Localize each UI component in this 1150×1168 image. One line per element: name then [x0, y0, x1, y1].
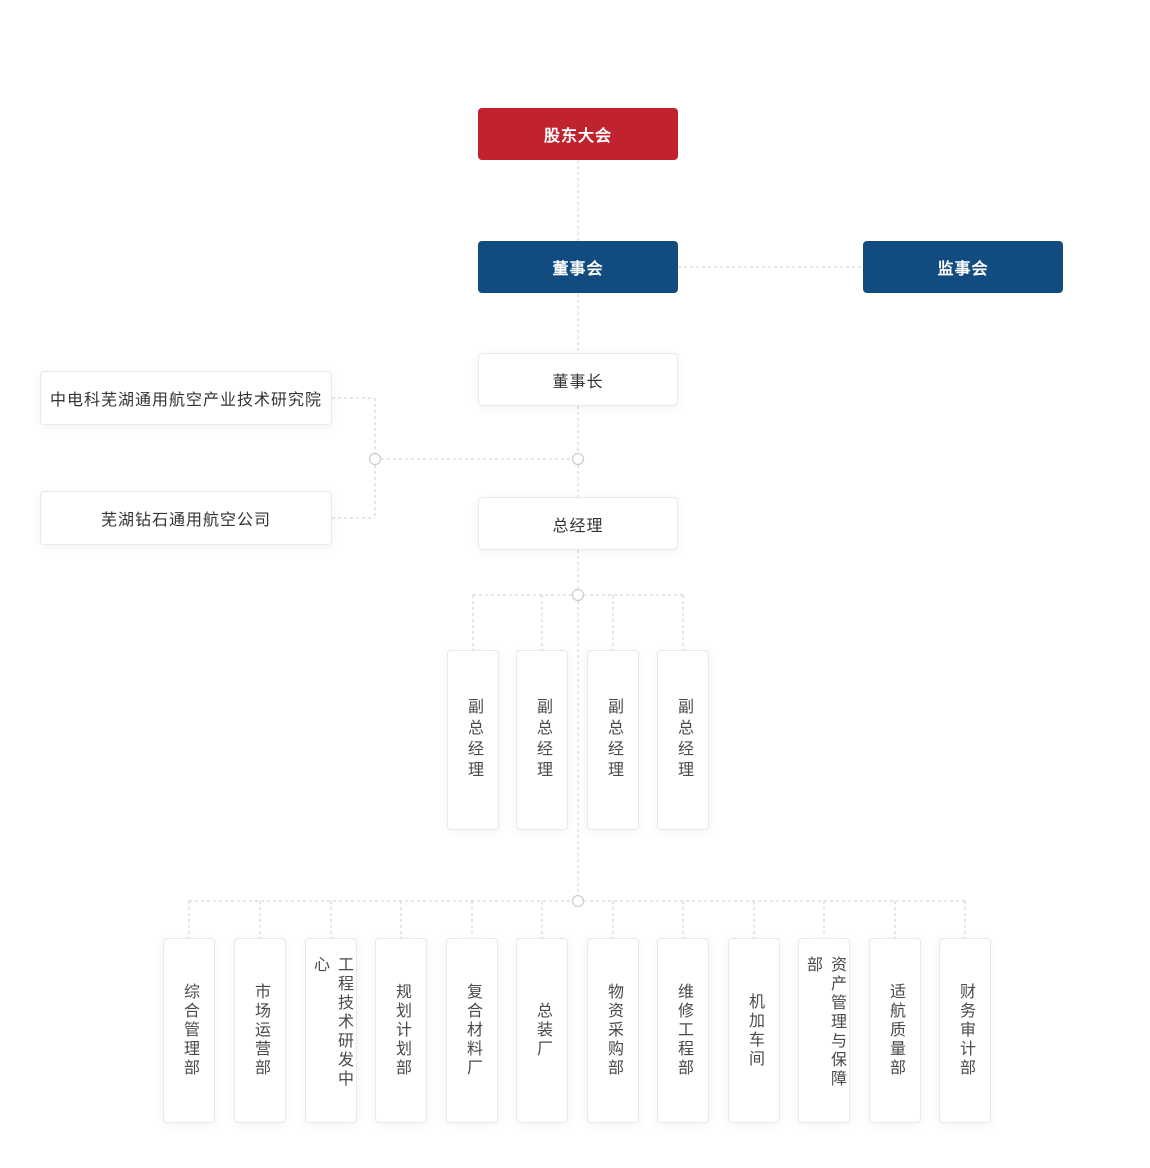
- node-dept-final-assembly-factory: 总装厂: [516, 938, 568, 1123]
- junction-dot: [368, 452, 382, 466]
- node-affiliate-research-institute: 中电科芜湖通用航空产业技术研究院: [40, 371, 332, 425]
- node-board-of-directors: 董事会: [478, 241, 678, 293]
- node-deputy-gm-4: 副总经理: [657, 650, 709, 830]
- node-label: 综合管理部: [181, 983, 198, 1078]
- node-deputy-gm-2: 副总经理: [516, 650, 568, 830]
- node-shareholders-meeting: 股东大会: [478, 108, 678, 160]
- node-label: 副总经理: [465, 698, 482, 782]
- node-label: 副总经理: [675, 698, 692, 782]
- node-label: 物资采购部: [605, 983, 622, 1078]
- junction-dot: [571, 894, 585, 908]
- node-deputy-gm-1: 副总经理: [447, 650, 499, 830]
- node-dept-composite-materials-factory: 复合材料厂: [446, 938, 498, 1123]
- node-label: 规划计划部: [393, 983, 410, 1078]
- node-affiliate-diamond-aviation: 芜湖钻石通用航空公司: [40, 491, 332, 545]
- node-label: 市场运营部: [252, 983, 269, 1078]
- node-label: 财务审计部: [957, 983, 974, 1078]
- node-label: 副总经理: [605, 698, 622, 782]
- node-dept-market-operations: 市场运营部: [234, 938, 286, 1123]
- node-dept-planning: 规划计划部: [375, 938, 427, 1123]
- junction-dot: [571, 588, 585, 602]
- node-general-manager: 总经理: [478, 497, 678, 550]
- node-label: 机加车间: [746, 992, 763, 1069]
- node-label: 维修工程部: [675, 983, 692, 1078]
- node-label: 工程技术研发中心: [311, 955, 352, 1089]
- node-dept-machining-workshop: 机加车间: [728, 938, 780, 1123]
- node-label: 总装厂: [534, 1002, 551, 1059]
- node-label: 复合材料厂: [464, 983, 481, 1078]
- node-label: 适航质量部: [887, 983, 904, 1078]
- node-dept-engineering-rd-center: 工程技术研发中心: [305, 938, 357, 1123]
- node-label: 资产管理与保障部: [804, 955, 845, 1089]
- node-dept-finance-audit: 财务审计部: [939, 938, 991, 1123]
- node-dept-materials-procurement: 物资采购部: [587, 938, 639, 1123]
- node-dept-asset-management-support: 资产管理与保障部: [798, 938, 850, 1123]
- node-label: 副总经理: [534, 698, 551, 782]
- junction-dot: [571, 452, 585, 466]
- node-dept-airworthiness-quality: 适航质量部: [869, 938, 921, 1123]
- node-supervisory-board: 监事会: [863, 241, 1063, 293]
- node-chairman: 董事长: [478, 353, 678, 406]
- node-dept-general-management: 综合管理部: [163, 938, 215, 1123]
- node-dept-maintenance-engineering: 维修工程部: [657, 938, 709, 1123]
- node-deputy-gm-3: 副总经理: [587, 650, 639, 830]
